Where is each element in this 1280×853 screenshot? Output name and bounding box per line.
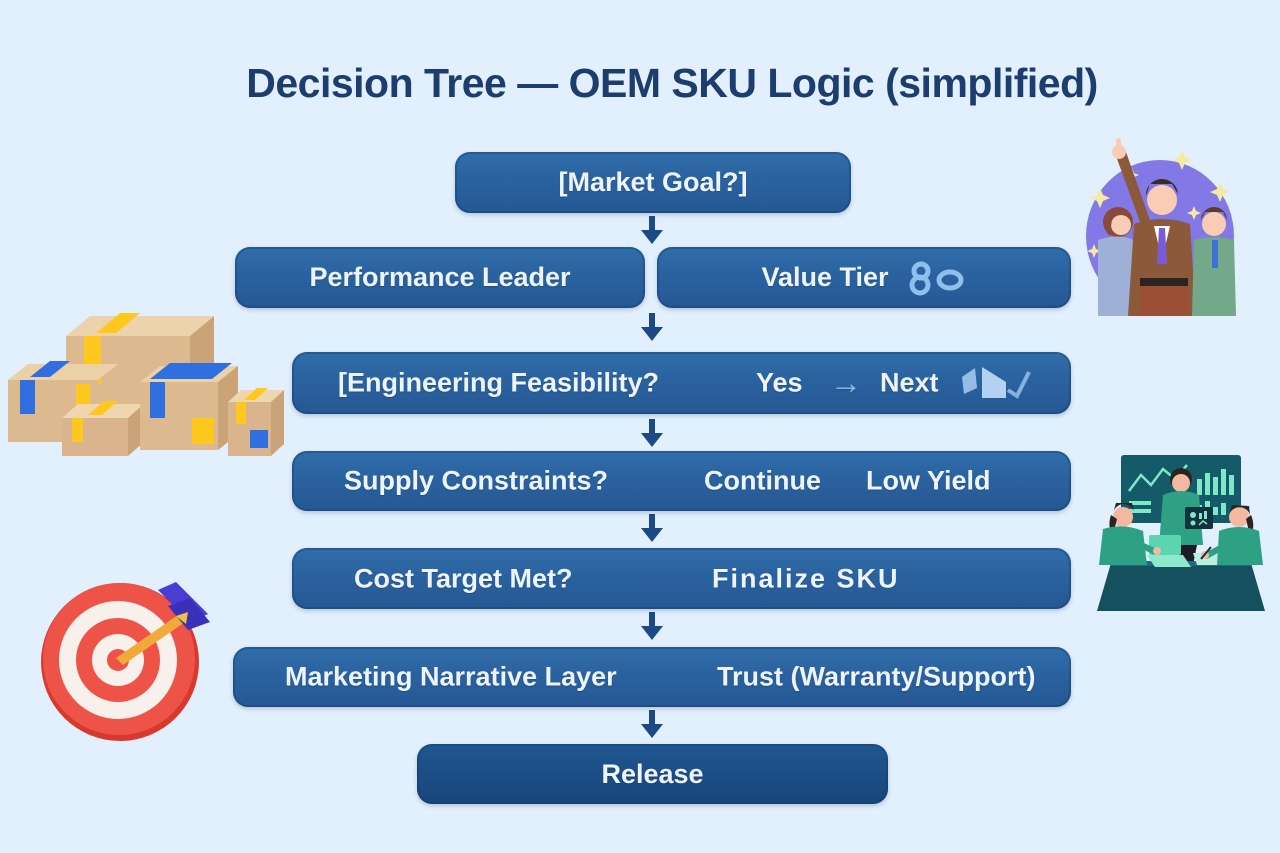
cost-action-label: Finalize SKU xyxy=(712,563,900,593)
node-value-tier-label: Value Tier xyxy=(761,262,889,292)
folded-wing-check-icon xyxy=(962,367,1031,399)
dartboard-illustration xyxy=(41,582,210,741)
node-engineering-feasibility: [Engineering Feasibility? Yes → Next xyxy=(292,352,1071,414)
node-supply-constraints: Supply Constraints? Continue Low Yield xyxy=(292,451,1071,511)
down-arrow-icon xyxy=(641,710,663,738)
node-release: Release xyxy=(417,744,888,804)
node-market-goal-label: [Market Goal?] xyxy=(558,167,748,197)
node-performance-leader-label: Performance Leader xyxy=(309,262,571,292)
down-arrow-icon xyxy=(641,313,663,341)
meeting-illustration xyxy=(1097,455,1265,611)
down-arrow-icon xyxy=(641,612,663,640)
supply-question-label: Supply Constraints? xyxy=(344,465,609,496)
packages-illustration xyxy=(8,313,284,456)
cost-question-label: Cost Target Met? xyxy=(354,563,573,593)
node-value-tier: Value Tier xyxy=(657,247,1071,308)
down-arrow-icon xyxy=(641,419,663,447)
node-release-label: Release xyxy=(601,758,704,789)
node-performance-leader: Performance Leader xyxy=(235,247,645,308)
engineering-next-label: Next xyxy=(880,367,939,398)
node-market-goal: [Market Goal?] xyxy=(455,152,851,213)
loop-and-ring-icon xyxy=(909,261,964,295)
node-cost-target: Cost Target Met? Finalize SKU xyxy=(292,548,1071,609)
celebration-illustration xyxy=(1086,138,1236,316)
marketing-label: Marketing Narrative Layer xyxy=(285,661,617,692)
marketing-note-label: Trust (Warranty/Support) xyxy=(717,661,1036,692)
node-marketing-narrative: Marketing Narrative Layer Trust (Warrant… xyxy=(233,647,1071,707)
supply-low-yield-label: Low Yield xyxy=(866,465,991,496)
engineering-yes-label: Yes xyxy=(756,367,803,398)
page-title: Decision Tree — OEM SKU Logic (simplifie… xyxy=(246,60,1098,106)
supply-continue-label: Continue xyxy=(704,465,821,496)
down-arrow-icon xyxy=(641,216,663,244)
engineering-question-label: [Engineering Feasibility? xyxy=(338,367,660,398)
right-arrow-icon: → xyxy=(830,364,862,401)
down-arrow-icon xyxy=(641,514,663,542)
